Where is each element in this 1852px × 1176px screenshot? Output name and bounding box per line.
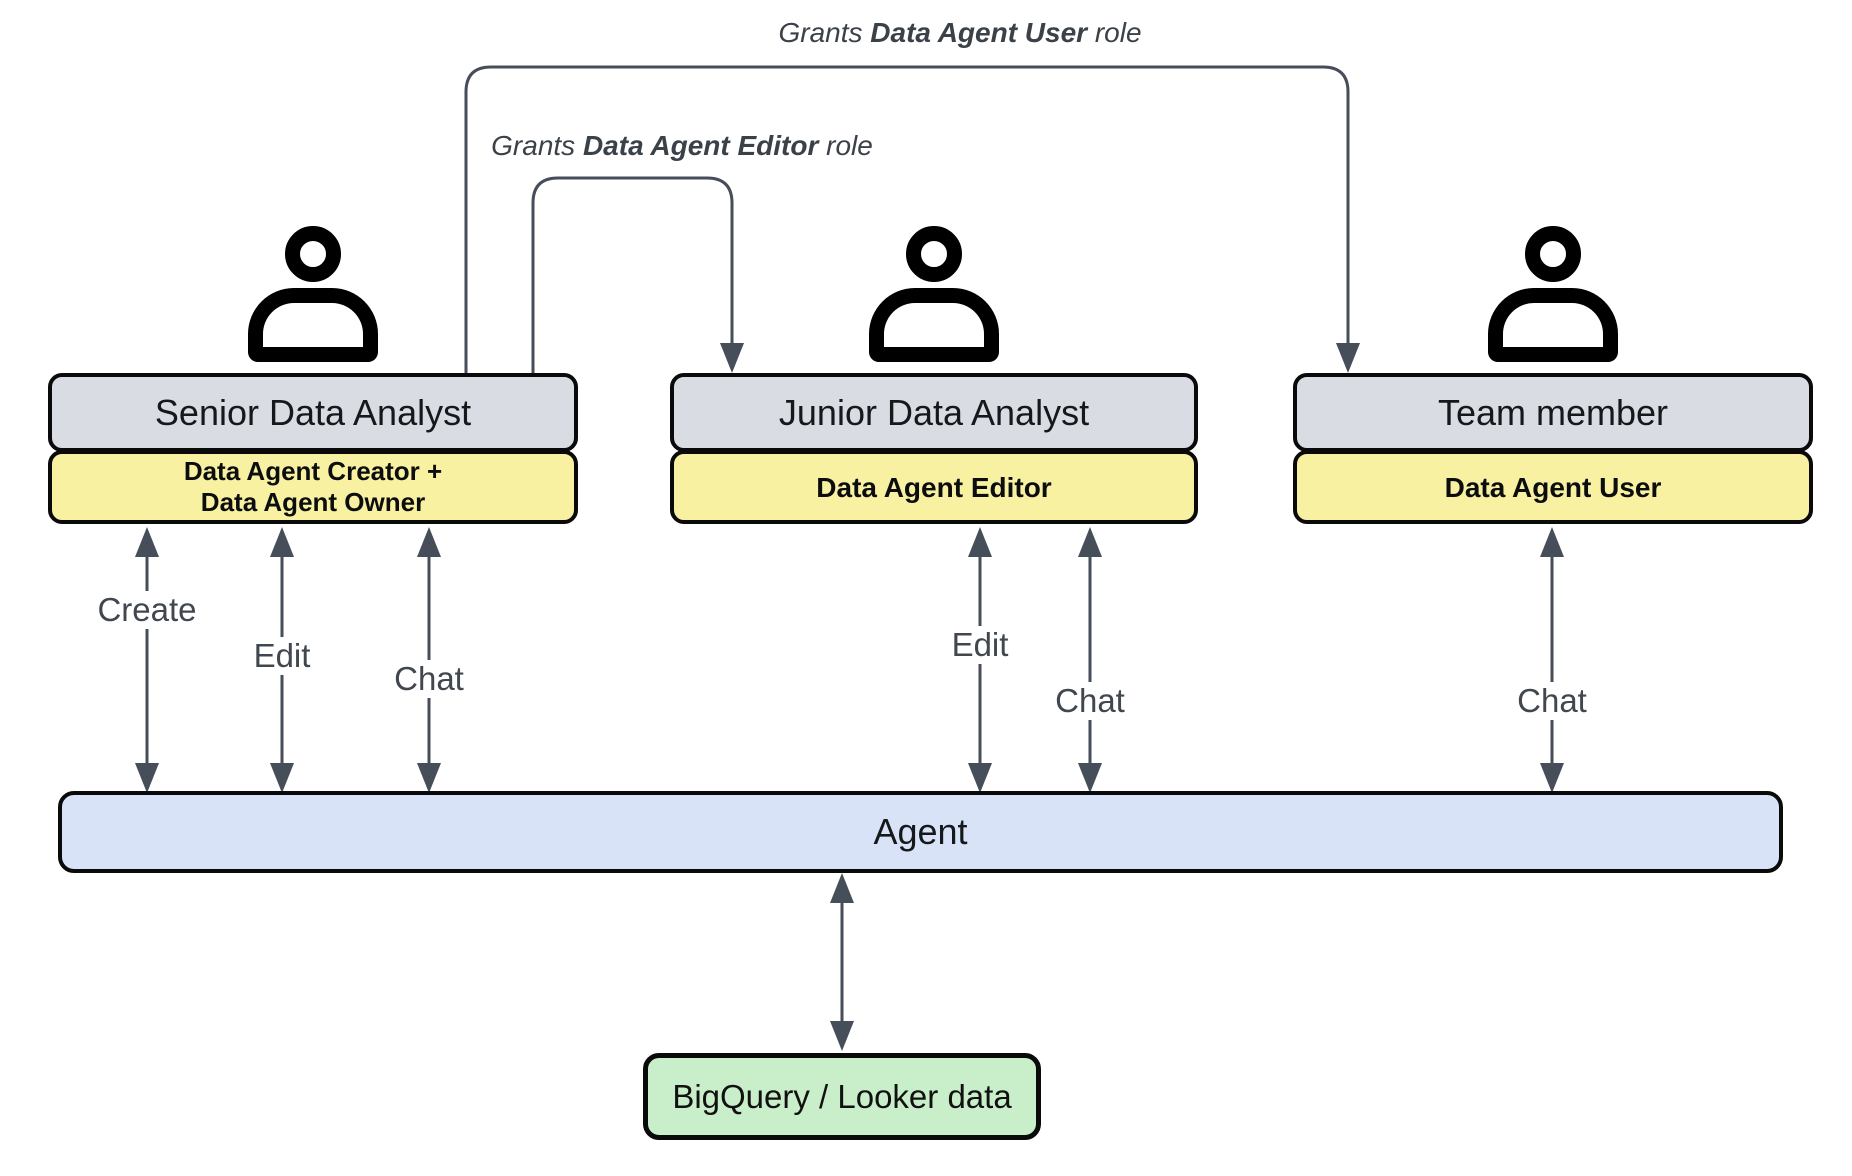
person-icon <box>1488 226 1618 362</box>
grant-editor-arrow <box>531 176 744 373</box>
person-icon <box>869 226 999 362</box>
actor-title-team: Team member <box>1293 373 1813 452</box>
datasource-box: BigQuery / Looker data <box>643 1053 1041 1140</box>
actor-title-senior-text: Senior Data Analyst <box>154 391 472 433</box>
person-body-icon <box>869 288 999 362</box>
grant-user-label-post: role <box>1087 17 1142 48</box>
person-icon <box>248 226 378 362</box>
op-label-create-senior: Create <box>90 591 204 629</box>
op-label-chat-junior: Chat <box>1048 682 1132 720</box>
op-label-chat-team: Chat <box>1510 682 1594 720</box>
op-label-edit-senior: Edit <box>246 637 318 675</box>
actor-title-junior-text: Junior Data Analyst <box>778 391 1090 433</box>
grant-user-label: Grants Data Agent User role <box>772 17 1148 49</box>
person-body-icon <box>1488 288 1618 362</box>
grant-user-label-pre: Grants <box>778 17 871 48</box>
grant-editor-label-role: Data Agent Editor <box>582 130 819 161</box>
grant-editor-label: Grants Data Agent Editor role <box>485 130 879 162</box>
datasource-box-label: BigQuery / Looker data <box>672 1077 1012 1115</box>
actor-role-senior: Data Agent Creator + Data Agent Owner <box>48 450 578 524</box>
person-head-icon <box>906 226 962 282</box>
person-head-icon <box>1525 226 1581 282</box>
grant-user-label-role: Data Agent User <box>870 17 1088 48</box>
actor-title-senior: Senior Data Analyst <box>48 373 578 452</box>
actor-role-team: Data Agent User <box>1293 450 1813 524</box>
actor-role-senior-line1: Data Agent Creator + <box>183 456 443 486</box>
actor-role-team-line1: Data Agent User <box>1444 471 1662 503</box>
actor-title-team-text: Team member <box>1437 391 1669 433</box>
agent-box-label: Agent <box>873 811 968 852</box>
actor-role-junior: Data Agent Editor <box>670 450 1198 524</box>
op-label-chat-senior: Chat <box>387 660 471 698</box>
actor-role-junior-line1: Data Agent Editor <box>816 471 1052 503</box>
op-label-edit-junior: Edit <box>944 626 1016 664</box>
person-body-icon <box>248 288 378 362</box>
actor-title-junior: Junior Data Analyst <box>670 373 1198 452</box>
grant-editor-label-pre: Grants <box>491 130 583 161</box>
actor-role-senior-line2: Data Agent Owner <box>200 487 426 517</box>
person-head-icon <box>285 226 341 282</box>
grant-editor-label-post: role <box>818 130 873 161</box>
agent-box: Agent <box>58 791 1783 873</box>
